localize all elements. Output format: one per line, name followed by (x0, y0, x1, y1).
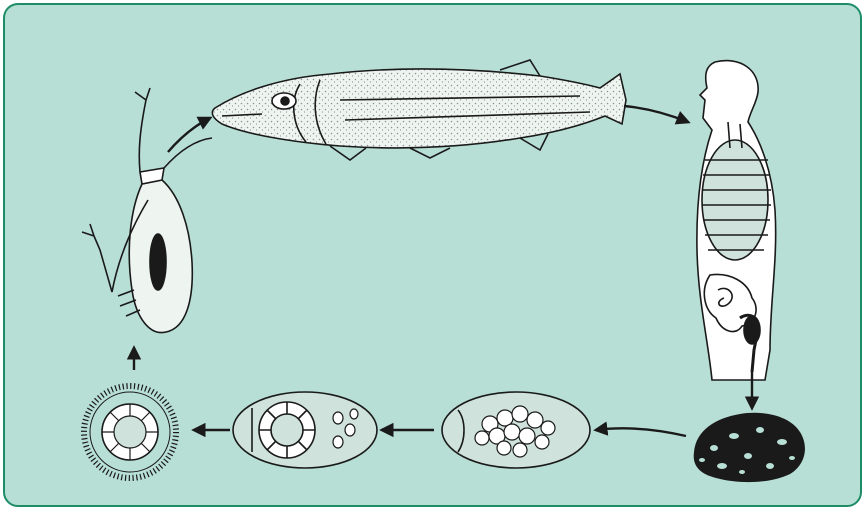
embryonated-egg-icon (233, 392, 377, 468)
unembryonated-egg-icon (442, 392, 590, 468)
